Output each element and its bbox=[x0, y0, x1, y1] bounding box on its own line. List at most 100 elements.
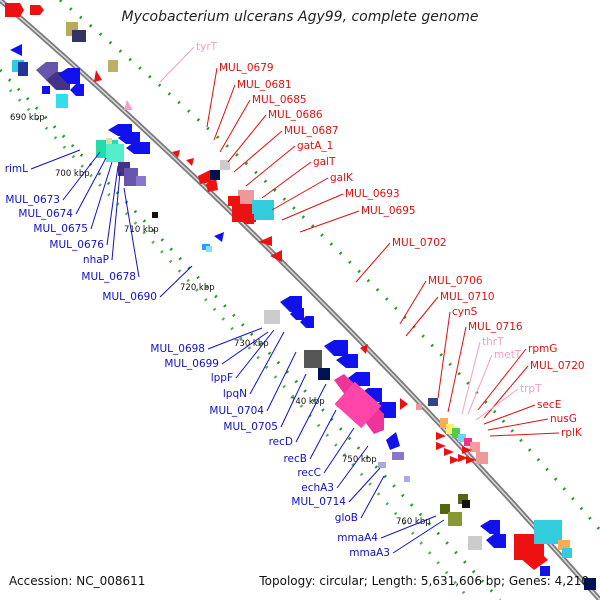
reverse-gene-label: recD bbox=[269, 436, 293, 448]
feature-arrow bbox=[462, 446, 472, 454]
reverse-gene-label: recB bbox=[283, 453, 307, 465]
leader-line bbox=[336, 445, 369, 489]
leader-line bbox=[266, 351, 297, 412]
feature-block bbox=[540, 566, 550, 576]
leader-line bbox=[235, 329, 275, 379]
feature-block bbox=[220, 160, 230, 170]
feature-arrow bbox=[118, 132, 140, 144]
scale-tick-label: 750 kbp bbox=[342, 455, 377, 465]
forward-dotted-track bbox=[59, 0, 600, 531]
feature-arrow bbox=[124, 100, 133, 110]
leader-line bbox=[233, 130, 283, 173]
feature-block bbox=[238, 190, 254, 204]
leader-line bbox=[30, 149, 81, 170]
feature-block bbox=[378, 462, 386, 468]
leader-line bbox=[477, 348, 527, 411]
feature-block bbox=[106, 138, 112, 144]
feature-block bbox=[534, 520, 562, 544]
feature-block bbox=[448, 512, 462, 526]
feature-block bbox=[458, 494, 468, 504]
reverse-gene-label: MUL_0678 bbox=[81, 271, 136, 283]
forward-gene-label: rpmG bbox=[528, 343, 557, 355]
feature-arrow bbox=[444, 448, 454, 456]
leader-line bbox=[405, 296, 439, 337]
forward-gene-label: trpT bbox=[520, 383, 542, 395]
reverse-gene-label: echA3 bbox=[301, 482, 334, 494]
leader-line bbox=[281, 193, 344, 221]
feature-block bbox=[264, 310, 280, 324]
leader-line bbox=[447, 326, 467, 413]
leader-line bbox=[360, 475, 385, 519]
outer-dotted-track bbox=[8, 88, 472, 600]
reverse-gene-label: lpqN bbox=[223, 388, 247, 400]
leader-line bbox=[280, 373, 307, 428]
feature-arrow bbox=[436, 432, 446, 440]
feature-block bbox=[106, 144, 124, 162]
reverse-gene-label: MUL_0673 bbox=[5, 194, 60, 206]
leader-line bbox=[249, 331, 285, 395]
reverse-gene-label: MUL_0676 bbox=[49, 239, 104, 251]
feature-block bbox=[252, 200, 274, 220]
leader-line bbox=[487, 418, 549, 431]
feature-block bbox=[124, 168, 138, 186]
reverse-dotted-track bbox=[0, 68, 502, 600]
feature-arrow bbox=[400, 398, 408, 410]
leader-line bbox=[299, 210, 360, 233]
leader-line bbox=[207, 327, 263, 350]
reverse-gene-label: rimL bbox=[5, 163, 28, 175]
reverse-gene-label: mmaA3 bbox=[349, 547, 390, 559]
leader-line bbox=[309, 409, 337, 460]
feature-arrow bbox=[458, 454, 468, 462]
leader-line bbox=[206, 67, 218, 128]
reverse-gene-label: gloB bbox=[335, 512, 358, 524]
feature-arrow bbox=[214, 232, 224, 242]
forward-gene-label: MUL_0702 bbox=[392, 237, 447, 249]
feature-arrow bbox=[94, 70, 102, 82]
feature-block bbox=[136, 176, 146, 186]
feature-arrow bbox=[30, 5, 44, 15]
feature-arrow bbox=[450, 456, 460, 464]
feature-block bbox=[428, 398, 438, 406]
feature-block bbox=[440, 418, 448, 428]
feature-arrow bbox=[270, 250, 282, 262]
feature-block bbox=[304, 350, 322, 368]
feature-block bbox=[452, 428, 460, 438]
reverse-gene-label: MUL_0690 bbox=[102, 291, 157, 303]
leader-line bbox=[219, 99, 251, 153]
feature-block bbox=[584, 578, 596, 590]
feature-arrow bbox=[186, 158, 194, 166]
feature-block bbox=[72, 30, 86, 42]
reverse-gene-label: nhaP bbox=[83, 254, 109, 266]
reverse-gene-label: lppF bbox=[211, 372, 233, 384]
feature-block bbox=[56, 94, 68, 108]
feature-arrow bbox=[336, 354, 358, 368]
feature-arrow bbox=[520, 548, 548, 570]
leader-line bbox=[483, 404, 536, 425]
forward-gene-label: galT bbox=[313, 156, 336, 168]
leader-line bbox=[380, 515, 437, 539]
reverse-gene-label: MUL_0699 bbox=[164, 358, 219, 370]
forward-gene-label: tyrT bbox=[196, 41, 218, 53]
leader-line bbox=[106, 165, 119, 246]
leader-line bbox=[213, 84, 236, 141]
forward-gene-label: metT bbox=[494, 349, 522, 361]
feature-arrow bbox=[58, 68, 80, 84]
forward-gene-label: rplK bbox=[561, 427, 583, 439]
feature-blocks bbox=[5, 3, 596, 590]
forward-gene-label: MUL_0710 bbox=[440, 291, 495, 303]
reverse-gene-label: recC bbox=[297, 467, 321, 479]
leader-line bbox=[467, 354, 493, 415]
feature-block bbox=[152, 212, 158, 218]
leader-line bbox=[159, 265, 193, 298]
feature-block bbox=[416, 404, 422, 410]
feature-arrow bbox=[436, 442, 446, 450]
forward-gene-label: MUL_0716 bbox=[468, 321, 523, 333]
feature-block bbox=[476, 452, 488, 464]
genome-summary: Topology: circular; Length: 5,631,606 bp… bbox=[259, 574, 589, 588]
leader-line bbox=[271, 177, 329, 211]
leader-line bbox=[221, 331, 269, 365]
feature-block bbox=[464, 438, 472, 446]
feature-arrow bbox=[466, 456, 476, 464]
